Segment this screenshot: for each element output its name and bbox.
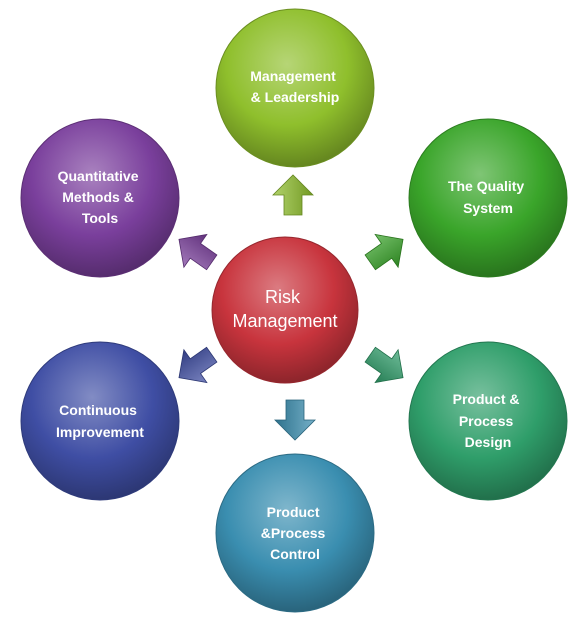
arrows-layer	[178, 174, 404, 441]
center-node: Risk Management	[211, 236, 359, 384]
arrow-to-quantitative-methods-tools	[178, 233, 218, 271]
node-product-process-control: Product &Process Control	[215, 453, 375, 613]
center-label-line-2: Management	[232, 311, 337, 331]
product-process-design-line-3: Design	[465, 434, 512, 450]
product-process-design-label: Product & Process Design	[453, 391, 524, 450]
product-process-design-line-2: Process	[459, 413, 514, 429]
quality-system-line-2: System	[463, 200, 513, 216]
management-leadership-circle	[215, 8, 375, 168]
node-quantitative-methods-tools: Quantitative Methods & Tools	[20, 118, 180, 278]
arrow-to-product-process-control	[274, 399, 316, 441]
product-process-design-circle	[408, 341, 568, 501]
product-process-control-label: Product &Process Control	[261, 504, 329, 562]
node-management-leadership: Management & Leadership	[215, 8, 375, 168]
arrow-to-product-process-design	[364, 346, 404, 384]
quantitative-methods-tools-label: Quantitative Methods & Tools	[58, 168, 143, 226]
continuous-improvement-circle	[20, 341, 180, 501]
node-continuous-improvement: Continuous Improvement	[20, 341, 180, 501]
circles-layer: Risk Management Management & Leadership …	[20, 8, 568, 613]
product-process-design-line-1: Product &	[453, 391, 520, 407]
continuous-improvement-line-1: Continuous	[59, 402, 137, 418]
center-circle	[211, 236, 359, 384]
quantitative-methods-tools-line-3: Tools	[82, 210, 119, 226]
quantitative-methods-tools-line-1: Quantitative	[58, 168, 139, 184]
node-quality-system: The Quality System	[408, 118, 568, 278]
continuous-improvement-label: Continuous Improvement	[56, 402, 144, 440]
center-label: Risk Management	[232, 287, 337, 331]
quality-system-line-1: The Quality	[448, 178, 524, 194]
quality-system-label: The Quality System	[448, 178, 528, 216]
quantitative-methods-tools-line-2: Methods &	[62, 189, 134, 205]
quality-system-circle	[408, 118, 568, 278]
management-leadership-label: Management & Leadership	[250, 68, 339, 105]
arrow-to-quality-system	[364, 233, 404, 271]
arrow-to-management-leadership	[272, 174, 314, 216]
management-leadership-line-2: & Leadership	[251, 89, 340, 105]
quantitative-methods-tools-circle	[20, 118, 180, 278]
arrow-to-continuous-improvement	[178, 346, 218, 384]
product-process-control-line-2: &Process	[261, 525, 326, 541]
product-process-control-circle	[215, 453, 375, 613]
continuous-improvement-line-2: Improvement	[56, 424, 144, 440]
node-product-process-design: Product & Process Design	[408, 341, 568, 501]
product-process-control-line-3: Control	[270, 546, 320, 562]
product-process-control-line-1: Product	[267, 504, 320, 520]
management-leadership-line-1: Management	[250, 68, 336, 84]
center-label-line-1: Risk	[265, 287, 301, 307]
